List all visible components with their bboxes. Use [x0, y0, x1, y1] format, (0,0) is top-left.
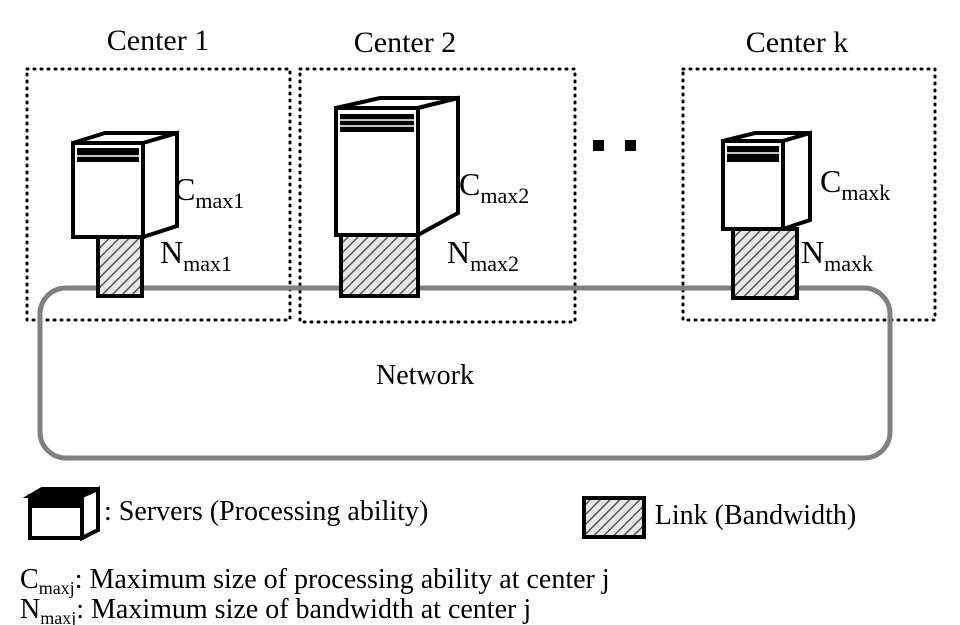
ellipsis-dot [625, 140, 636, 151]
definition-n: Nmaxj: Maximum size of bandwidth at cent… [20, 594, 531, 625]
c-label-1: Cmax1 [174, 171, 244, 213]
link-1-icon [96, 235, 144, 298]
legend-servers-label: : Servers (Processing ability) [104, 496, 428, 527]
server-k-icon [721, 130, 812, 232]
network-label: Network [376, 360, 474, 391]
center-1-box [25, 67, 292, 322]
n-label-1: Nmax1 [160, 234, 232, 276]
legend-link-label: : Link (Bandwidth) [640, 500, 856, 531]
legend-server-icon [22, 485, 100, 542]
c-label-2: Cmax2 [459, 166, 529, 208]
center-k-box [681, 67, 937, 322]
c-label-k: Cmaxk [820, 163, 890, 205]
link-2-icon [339, 233, 420, 298]
n-label-k: Nmaxk [801, 234, 873, 276]
server-1-icon [71, 130, 179, 240]
center-k-title: Center k [746, 26, 848, 59]
link-k-icon [731, 227, 799, 300]
center-2-title: Center 2 [354, 26, 456, 59]
server-2-icon [334, 95, 460, 239]
legend-link-icon [582, 496, 646, 539]
definition-c: Cmaxj: Maximum size of processing abilit… [20, 564, 610, 598]
ellipsis-dot [593, 140, 604, 151]
network [37, 285, 893, 461]
center-1-title: Center 1 [107, 24, 209, 57]
center-2-box [298, 67, 577, 324]
n-label-2: Nmax2 [447, 234, 519, 276]
